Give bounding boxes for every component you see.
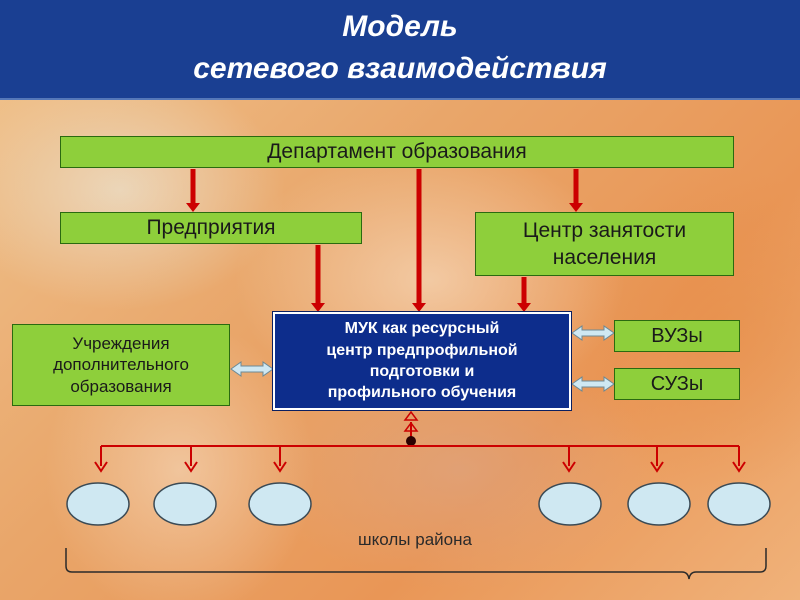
department-box: Департамент образования <box>60 136 734 168</box>
double-arrow-center-universities <box>571 325 615 341</box>
school-node-1 <box>66 482 130 526</box>
slide-title-line-2: сетевого взаимодействия <box>193 52 607 85</box>
universities-label: ВУЗы <box>651 325 703 347</box>
colleges-box: СУЗы <box>614 368 740 400</box>
arrowhead <box>569 203 583 212</box>
slide-title-line-1: Модель <box>342 10 458 43</box>
colleges-label: СУЗы <box>650 373 704 395</box>
arrowhead <box>412 303 426 312</box>
double-arrow-additional-center <box>230 361 274 377</box>
additional-education-label-line-2: дополнительного <box>53 355 189 375</box>
universities-box: ВУЗы <box>614 320 740 352</box>
arrowhead <box>186 203 200 212</box>
double-arrow-center-colleges <box>571 376 615 392</box>
employment-center-box: Центр занятости населения <box>475 212 734 276</box>
additional-education-label-line-3: образования <box>70 376 172 396</box>
school-node-6 <box>707 482 771 526</box>
schools-label: школы района <box>358 530 472 549</box>
arrowhead <box>311 303 325 312</box>
employment-center-label-line-2: населения <box>552 246 657 269</box>
additional-education-box: Учреждения дополнительного образования <box>12 324 230 406</box>
title-banner: Модель сетевого взаимодействия <box>0 0 800 100</box>
school-drop-lines <box>94 446 746 473</box>
school-node-3 <box>248 482 312 526</box>
center-to-schools-trunk <box>403 410 419 446</box>
schools-brace <box>65 548 767 580</box>
resource-center-box: МУК как ресурсный центр предпрофильной п… <box>272 311 572 411</box>
resource-center-label-line-1: МУК как ресурсный <box>344 320 500 338</box>
school-node-2 <box>153 482 217 526</box>
resource-center-label-line-2: центр предпрофильной <box>326 341 518 359</box>
school-node-4 <box>538 482 602 526</box>
department-label: Департамент образования <box>267 140 527 164</box>
school-node-5 <box>627 482 691 526</box>
arrowhead <box>517 303 531 312</box>
employment-center-label-line-1: Центр занятости <box>522 218 687 242</box>
additional-education-label-line-1: Учреждения <box>72 334 170 354</box>
resource-center-label-line-3: подготовки и <box>369 363 475 380</box>
resource-center-label-line-4: профильного обучения <box>327 384 517 402</box>
enterprises-box: Предприятия <box>60 212 362 244</box>
enterprises-label: Предприятия <box>146 216 276 240</box>
